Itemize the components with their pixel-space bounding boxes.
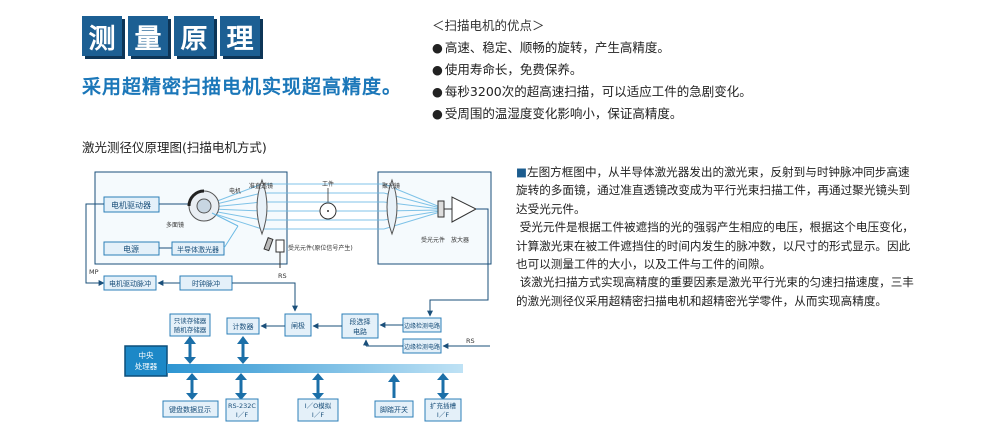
advantage-item: 高速、稳定、顺畅的旋转，产生高精度。	[432, 37, 752, 59]
io-switch-label: 脚踏开关	[380, 405, 408, 414]
cpu-label: 中央	[139, 350, 154, 360]
io-analog-box	[297, 398, 339, 422]
io-analog-label: I／F	[312, 411, 324, 419]
description-paragraph: 受光元件是根据工件被遮挡的光的强弱产生相应的电压，根据这个电压变化，计算激光束在…	[516, 220, 914, 272]
title-char: 理	[220, 16, 260, 56]
io-expand-label: I／F	[437, 411, 449, 419]
title-char: 量	[128, 16, 168, 56]
rs-label: RS	[278, 272, 287, 280]
motor-pulse-box	[103, 275, 157, 291]
segment-label: 电路	[353, 327, 367, 336]
square-bullet-icon: ■	[516, 165, 527, 179]
counter-box	[226, 317, 260, 335]
memory-label: 只读存储器	[174, 316, 207, 325]
sync-receiver-label: 受光元件(原位信号产生)	[288, 244, 353, 252]
power-label: 电源	[123, 244, 139, 254]
counter-label: 计数器	[233, 322, 254, 331]
clock-label: 时钟脉冲	[192, 279, 220, 288]
edge-detect-label: 边缘检测电路	[404, 322, 440, 330]
cpu-label: 处理器	[135, 361, 158, 371]
receiver-icon	[437, 200, 445, 218]
receiver-label: 受光元件	[421, 236, 445, 244]
subtitle: 采用超精密扫描电机实现超高精度。	[82, 76, 403, 98]
segment-label: 段选择	[350, 317, 371, 326]
motor-label: 电机	[229, 187, 241, 195]
condenser-lens-icon	[386, 178, 398, 236]
collimator-lens-icon	[256, 178, 268, 236]
semi-laser-box	[171, 241, 225, 256]
title-char: 原	[174, 16, 214, 56]
advantage-item: 使用寿命长，免费保养。	[432, 59, 752, 81]
sync-receiver-icon	[275, 239, 285, 253]
motor-driver-label: 电机驱动器	[111, 200, 151, 210]
description: ■左图方框图中，从半导体激光器发出的激光束，反射到与时钟脉冲同步高速旋转的多面镜…	[516, 163, 916, 310]
io-rs232-label: RS-232C	[228, 402, 256, 410]
io-switch-box	[374, 400, 414, 418]
amplifier-label: 放大器	[451, 236, 469, 244]
page-title: 测 量 原 理	[82, 16, 260, 56]
advantage-item: 受周围的温湿度变化影响小，保证高精度。	[432, 103, 752, 125]
advantage-item: 每秒3200次的超高速扫描，可以适应工件的急剧变化。	[432, 81, 752, 103]
io-analog-label: I／O模拟	[305, 401, 332, 410]
data-bus	[167, 364, 463, 373]
title-char: 测	[82, 16, 122, 56]
diagram-caption: 激光测径仪原理图(扫描电机方式)	[82, 140, 267, 155]
segment-box	[341, 313, 379, 339]
semi-laser-label: 半导体激光器	[177, 245, 219, 254]
description-paragraph: 该激光扫描方式实现高精度的重要因素是激光平行光束的匀速扫描速度，三丰的激光测径仪…	[516, 275, 914, 308]
advantages-list: ＜扫描电机的优点＞ 高速、稳定、顺畅的旋转，产生高精度。 使用寿命长，免费保养。…	[432, 15, 752, 125]
description-paragraph: ■左图方框图中，从半导体激光器发出的激光束，反射到与时钟脉冲同步高速旋转的多面镜…	[516, 165, 911, 216]
gate-label: 闸极	[291, 321, 305, 330]
cpu-box	[124, 345, 168, 377]
advantages-header: ＜扫描电机的优点＞	[432, 18, 545, 33]
gate-box	[284, 313, 312, 337]
io-expand-box	[424, 398, 462, 422]
condenser-label: 聚光镜	[382, 182, 400, 190]
sync-mirror-icon	[263, 237, 274, 252]
bus-arrows	[184, 336, 449, 400]
io-keyboard-box	[162, 400, 219, 418]
memory-label: 随机存储器	[174, 325, 207, 334]
workpiece-label: 工件	[322, 180, 334, 188]
polygon-label: 多面镜	[166, 221, 184, 229]
collimator-label: 准直透镜	[249, 182, 273, 190]
edge-detect-label: 边缘检测电路	[404, 343, 440, 351]
io-expand-label: 扩充插槽	[430, 401, 457, 410]
mp-label: MP	[89, 268, 99, 276]
io-keyboard-label: 键盘数据显示	[169, 405, 211, 414]
io-rs232-box	[225, 398, 259, 422]
io-rs232-label: I／F	[236, 411, 248, 419]
motor-pulse-label: 电机驱动脉冲	[109, 279, 151, 288]
rs-right-label: RS	[466, 337, 475, 345]
